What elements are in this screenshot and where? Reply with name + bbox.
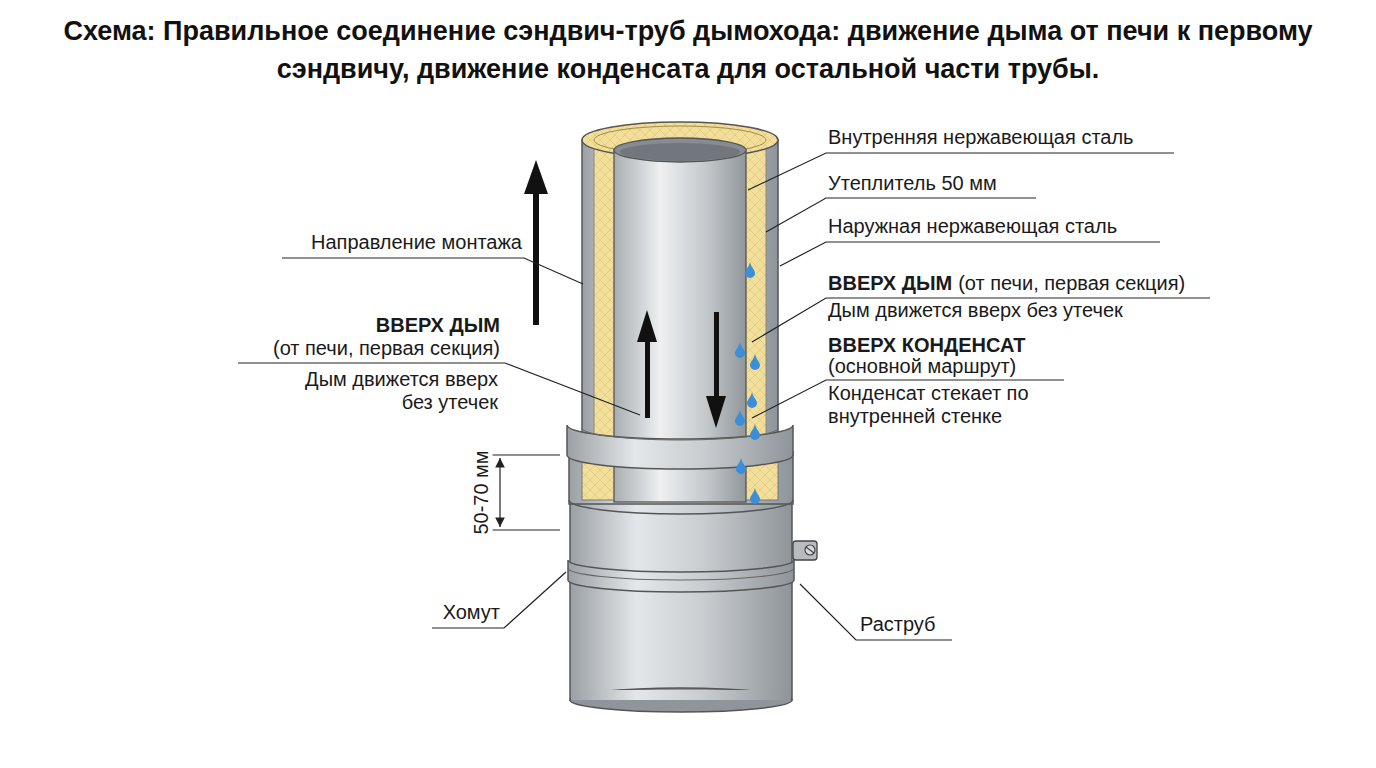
- direction-label: Направление монтажа: [311, 231, 522, 254]
- dimension-label: 50-70 мм: [470, 447, 493, 537]
- part-label: Внутренняя нержавеющая сталь: [828, 126, 1134, 149]
- condensate-drop: [735, 342, 745, 358]
- condensate-drop: [736, 458, 746, 474]
- condensate-drop: [750, 424, 760, 440]
- condensate-drop: [750, 354, 760, 370]
- socket-collar: [567, 425, 793, 469]
- flow-note: (основной маршрут): [828, 355, 1016, 378]
- flow-label: ВВЕРХ ДЫМ: [376, 314, 500, 337]
- leader-lines: [238, 153, 1210, 640]
- condensate-drop: [745, 262, 755, 278]
- flow-note: (от печи, первая секция): [958, 272, 1185, 295]
- condensate-drop: [750, 488, 760, 504]
- flow-label: ВВЕРХ КОНДЕНСАТ: [828, 334, 1026, 357]
- flow-note: Конденсат стекает по внутренней стенке: [828, 382, 1078, 428]
- flow-label: ВВЕРХ ДЫМ: [828, 272, 952, 295]
- part-label: Хомут: [443, 601, 500, 624]
- flow-note: Дым движется вверх без утечек: [283, 368, 498, 414]
- condensate-drops: [735, 262, 760, 504]
- lower-pipe: [568, 500, 817, 712]
- flow-arrows: [524, 160, 726, 428]
- part-label: Раструб: [860, 613, 936, 636]
- diagram-title: Схема: Правильное соединение сэндвич-тру…: [60, 12, 1316, 88]
- condensate-drop: [747, 392, 757, 408]
- condensate-drop: [735, 410, 745, 426]
- flow-note: (от печи, первая секция): [273, 337, 500, 360]
- part-label: Утеплитель 50 мм: [828, 172, 997, 195]
- flow-note: Дым движется вверх без утечек: [828, 299, 1123, 322]
- part-label: Наружная нержавеющая сталь: [828, 215, 1117, 238]
